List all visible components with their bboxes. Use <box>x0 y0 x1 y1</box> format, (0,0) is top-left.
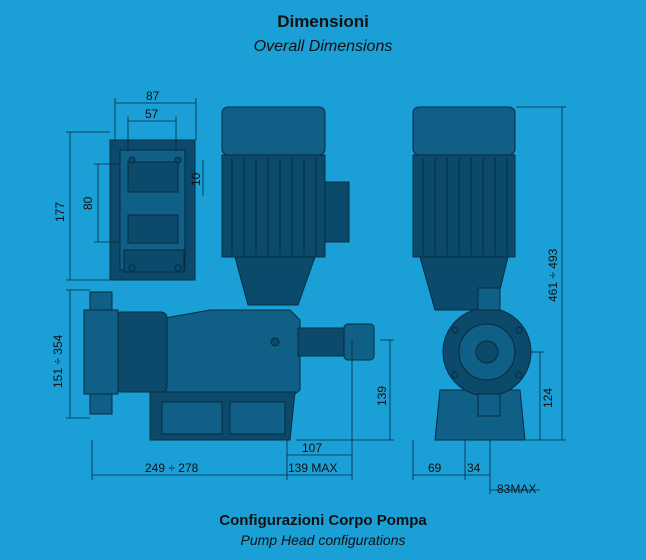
dim-side-mid: 34 <box>467 461 481 475</box>
section-title: Configurazioni Corpo Pompa <box>219 512 427 529</box>
dim-height-total: 177 <box>53 202 67 222</box>
pump-front-view <box>83 106 375 441</box>
dim-height-mount: 80 <box>81 196 95 210</box>
dim-side-left: 69 <box>428 461 442 475</box>
side-view-dimension-lines <box>412 106 566 494</box>
mount-plate-view <box>109 139 196 281</box>
dim-top-width-inner: 57 <box>145 107 159 121</box>
section-subtitle: Pump Head configurations <box>240 532 406 548</box>
dim-front-length: 107 <box>302 441 322 455</box>
page-subtitle: Overall Dimensions <box>253 38 393 55</box>
dim-axis-height: 139 <box>375 386 389 406</box>
dim-head-height: 151 ÷ 354 <box>51 334 65 388</box>
dim-base-length: 249 ÷ 278 <box>145 461 199 475</box>
dim-side-height: 461 ÷ 493 <box>546 248 560 302</box>
pump-side-view <box>412 106 532 441</box>
page-title: Dimensioni <box>277 12 369 31</box>
dim-top-offset: 10 <box>189 172 203 186</box>
front-view-dimension-lines <box>66 289 394 480</box>
dim-front-max: 139 MAX <box>288 461 337 475</box>
dim-top-width-outer: 87 <box>146 89 160 103</box>
top-view-dimension-lines <box>66 98 204 281</box>
dim-side-max: 83MAX <box>497 482 536 496</box>
dim-side-axis: 124 <box>541 388 555 408</box>
